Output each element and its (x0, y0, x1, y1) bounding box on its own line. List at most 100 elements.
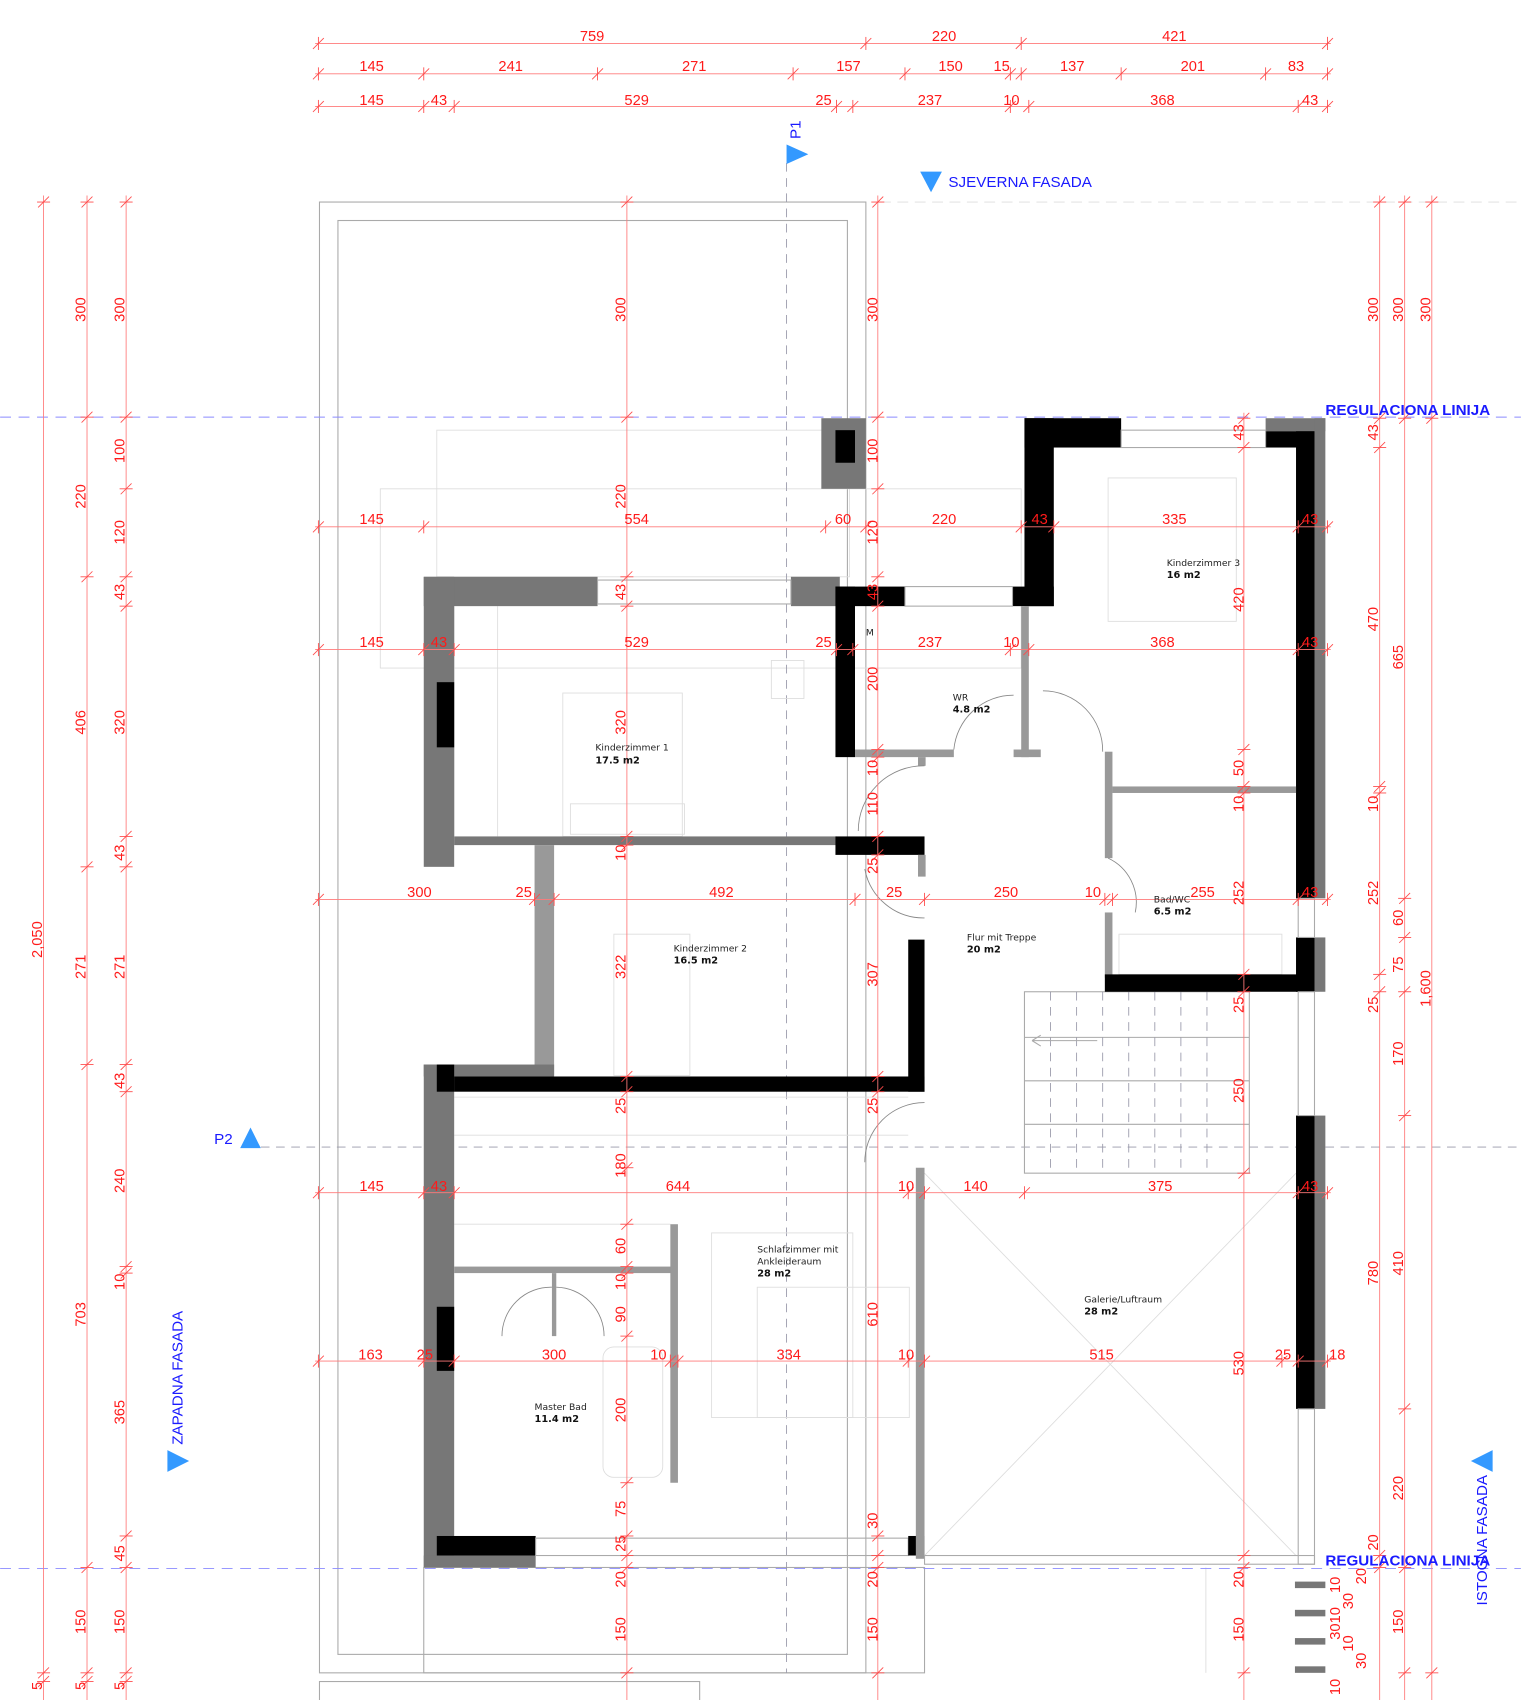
dimension-label: 375 (1148, 1179, 1172, 1195)
dimension-label: 10 (1341, 1635, 1357, 1651)
dimension-label: 180 (613, 1153, 629, 1177)
west-facade-label: ZAPADNA FASADA (170, 1310, 187, 1445)
dimension-label: 25 (815, 93, 831, 109)
dimension-label: 320 (613, 710, 629, 734)
north-facade-marker[interactable]: SJEVERNA FASADA (920, 171, 1093, 193)
dimension-label: 25 (815, 635, 831, 651)
dimension-label: 25 (1366, 997, 1382, 1013)
dimension-label: 60 (613, 1238, 629, 1254)
room-galerie[interactable]: Galerie/Luftraum 28 m2 (1084, 1294, 1162, 1317)
room-kinderzimmer-3[interactable]: Kinderzimmer 3 16 m2 (1167, 558, 1241, 581)
dimension-label: 150 (73, 1610, 89, 1634)
dimension-label: 15 (993, 59, 1009, 75)
dimension-label: 43 (113, 845, 129, 861)
room-flur[interactable]: Flur mit Treppe 20 m2 (967, 933, 1037, 956)
dimension-label: 322 (613, 955, 629, 979)
dimension-label: 43 (1302, 512, 1318, 528)
dimension-label: 20 (1231, 1571, 1247, 1587)
dimension-label: 90 (613, 1306, 629, 1322)
room-schlafzimmer[interactable]: Schlafzimmer mit Ankleideraum 28 m2 (757, 1244, 839, 1279)
dimension-label: 406 (73, 710, 89, 734)
triangle-down-icon (920, 171, 942, 193)
dimension-label: 320 (113, 710, 129, 734)
dimension-label: 20 (1366, 1534, 1382, 1550)
dimension-label: 300 (1418, 297, 1434, 321)
dimension-label: 25 (1275, 1348, 1291, 1364)
room-kinderzimmer-2[interactable]: Kinderzimmer 2 16.5 m2 (674, 944, 747, 967)
dimension-label: 665 (1391, 645, 1407, 669)
dimension-label: 470 (1366, 607, 1382, 631)
dimension-label: 2,050 (30, 921, 46, 958)
dimension-label: 237 (918, 635, 942, 651)
dimension-label: 10 (1328, 1607, 1344, 1623)
dimension-label: 10 (1366, 796, 1382, 812)
room-area: 28 m2 (1084, 1306, 1118, 1317)
room-name: Galerie/Luftraum (1084, 1294, 1162, 1305)
staircase (1023, 991, 1250, 1174)
dimension-label: 120 (865, 520, 881, 544)
dimension-label: 20 (1354, 1568, 1370, 1584)
dimension-label: 170 (1391, 1041, 1407, 1065)
room-bad-wc[interactable]: Bad/WC 6.5 m2 (1154, 895, 1192, 918)
dimension-label: 237 (918, 93, 942, 109)
room-master-bad[interactable]: Master Bad 11.4 m2 (535, 1402, 587, 1425)
dimension-lines (37, 36, 1439, 1700)
east-facade-marker[interactable]: ISTOCNA FASADA (1470, 1450, 1493, 1605)
dimension-label: 220 (932, 29, 956, 45)
dimension-label: 137 (1060, 59, 1084, 75)
dimension-label: 20 (613, 1571, 629, 1587)
dimension-label: 150 (938, 59, 962, 75)
section-marker-p1[interactable]: P1 (786, 120, 809, 165)
dimension-label: 150 (113, 1610, 129, 1634)
west-facade-marker[interactable]: ZAPADNA FASADA (167, 1310, 190, 1472)
room-wr[interactable]: WR 4.8 m2 (953, 693, 991, 716)
dimension-label: 240 (113, 1169, 129, 1193)
dimension-label: 145 (359, 512, 383, 528)
dimension-label: 60 (1391, 910, 1407, 926)
dimension-label: 492 (709, 885, 733, 901)
dimension-label: 780 (1366, 1261, 1382, 1285)
dimension-label: 554 (624, 512, 648, 528)
section-marker-p2[interactable]: P2 (214, 1127, 261, 1149)
dimension-label: 157 (836, 59, 860, 75)
dimension-label: 60 (835, 512, 851, 528)
dimension-label: 25 (417, 1348, 433, 1364)
dimension-label: 271 (113, 955, 129, 979)
room-name: Kinderzimmer 1 (595, 743, 669, 754)
p1-label: P1 (788, 120, 805, 139)
triangle-left-icon (1470, 1450, 1493, 1472)
room-name: Master Bad (535, 1402, 587, 1413)
exterior-step-marks (1294, 1581, 1326, 1673)
dimension-label: 10 (865, 760, 881, 776)
room-area: 20 m2 (967, 945, 1001, 956)
dimension-label: 529 (624, 635, 648, 651)
dimension-label: 610 (865, 1302, 881, 1326)
room-area: 28 m2 (757, 1268, 791, 1279)
dimension-label: 30 (1341, 1593, 1357, 1609)
dimension-label: 201 (1181, 59, 1205, 75)
dimension-label: 759 (580, 29, 604, 45)
dimension-label: 10 (1231, 796, 1247, 812)
dimension-label: 271 (73, 955, 89, 979)
dimension-label: 30 (1328, 1623, 1344, 1639)
room-name: Kinderzimmer 3 (1167, 558, 1241, 569)
dimension-label: 335 (1162, 512, 1186, 528)
dimension-label: 145 (359, 635, 383, 651)
dimension-label: 145 (359, 59, 383, 75)
dimension-label: 10 (1085, 885, 1101, 901)
site-outline (318, 201, 1521, 1700)
dimension-label: 515 (1089, 1348, 1113, 1364)
dimension-label: 10 (650, 1348, 666, 1364)
dimension-label: 365 (113, 1400, 129, 1424)
dimension-label: 43 (1302, 885, 1318, 901)
dimension-label: 43 (113, 1073, 129, 1089)
room-area: 17.5 m2 (595, 756, 639, 767)
room-name: Kinderzimmer 2 (674, 944, 747, 955)
room-kinderzimmer-1[interactable]: Kinderzimmer 1 17.5 m2 (595, 743, 669, 767)
dimension-label: 145 (359, 1179, 383, 1195)
dimension-label: 530 (1231, 1351, 1247, 1375)
dimension-label: 529 (624, 93, 648, 109)
dimension-label: 10 (898, 1179, 914, 1195)
